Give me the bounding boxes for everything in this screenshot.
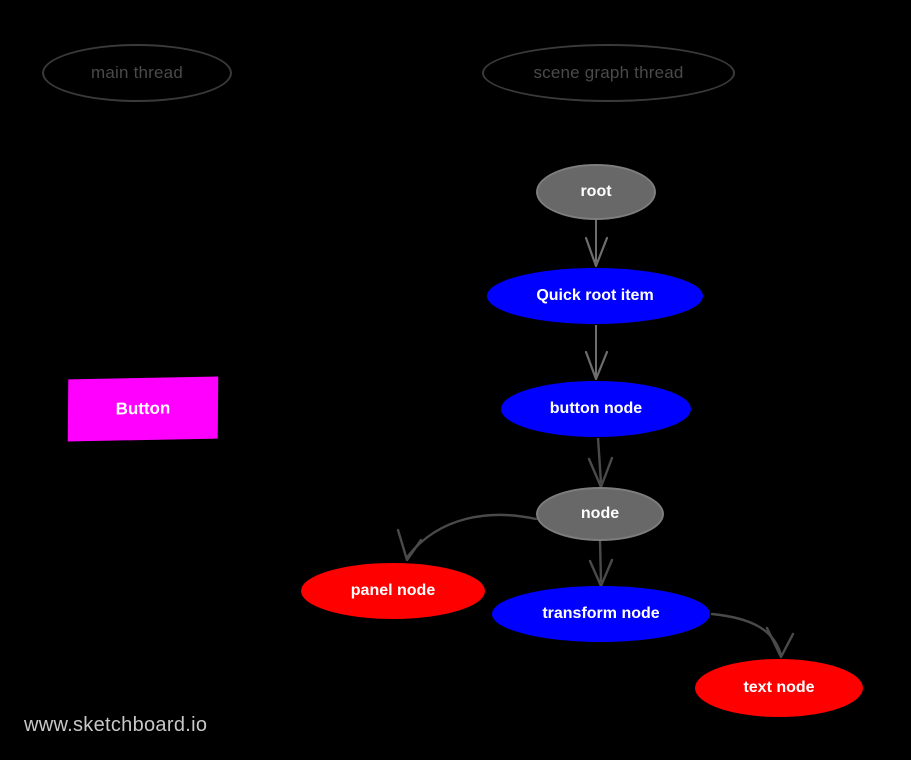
- node-quick-root-item-label: Quick root item: [536, 287, 654, 305]
- edge-quick-root-item-to-button-node: [584, 325, 609, 381]
- node-text-node[interactable]: text node: [695, 659, 863, 717]
- lane-scene-graph-thread-label: scene graph thread: [533, 62, 684, 82]
- node-transform-node-label: transform node: [542, 605, 660, 623]
- edge-root-to-quick-root-item: [584, 220, 609, 268]
- node-root-label: root: [580, 183, 612, 201]
- node-root[interactable]: root: [536, 164, 656, 220]
- edge-node-to-panel-node: [396, 513, 538, 562]
- edge-node-to-transform-node: [588, 540, 614, 588]
- lane-main-thread[interactable]: main thread: [42, 44, 232, 102]
- node-node[interactable]: node: [536, 487, 664, 541]
- node-panel-node[interactable]: panel node: [301, 563, 485, 619]
- edge-button-node-to-node: [587, 437, 614, 489]
- node-transform-node[interactable]: transform node: [492, 586, 710, 642]
- node-node-label: node: [580, 505, 620, 523]
- edge-transform-node-to-text-node: [710, 612, 795, 659]
- lane-scene-graph-thread[interactable]: scene graph thread: [482, 44, 735, 102]
- node-button[interactable]: Button: [67, 376, 219, 442]
- node-quick-root-item[interactable]: Quick root item: [487, 268, 703, 324]
- watermark: www.sketchboard.io: [24, 714, 208, 736]
- node-panel-node-label: panel node: [350, 582, 436, 600]
- lane-main-thread-label: main thread: [91, 62, 183, 82]
- node-button-node[interactable]: button node: [501, 381, 691, 437]
- node-button-node-label: button node: [549, 400, 643, 418]
- node-text-node-label: text node: [743, 679, 815, 697]
- node-button-label: Button: [115, 398, 171, 419]
